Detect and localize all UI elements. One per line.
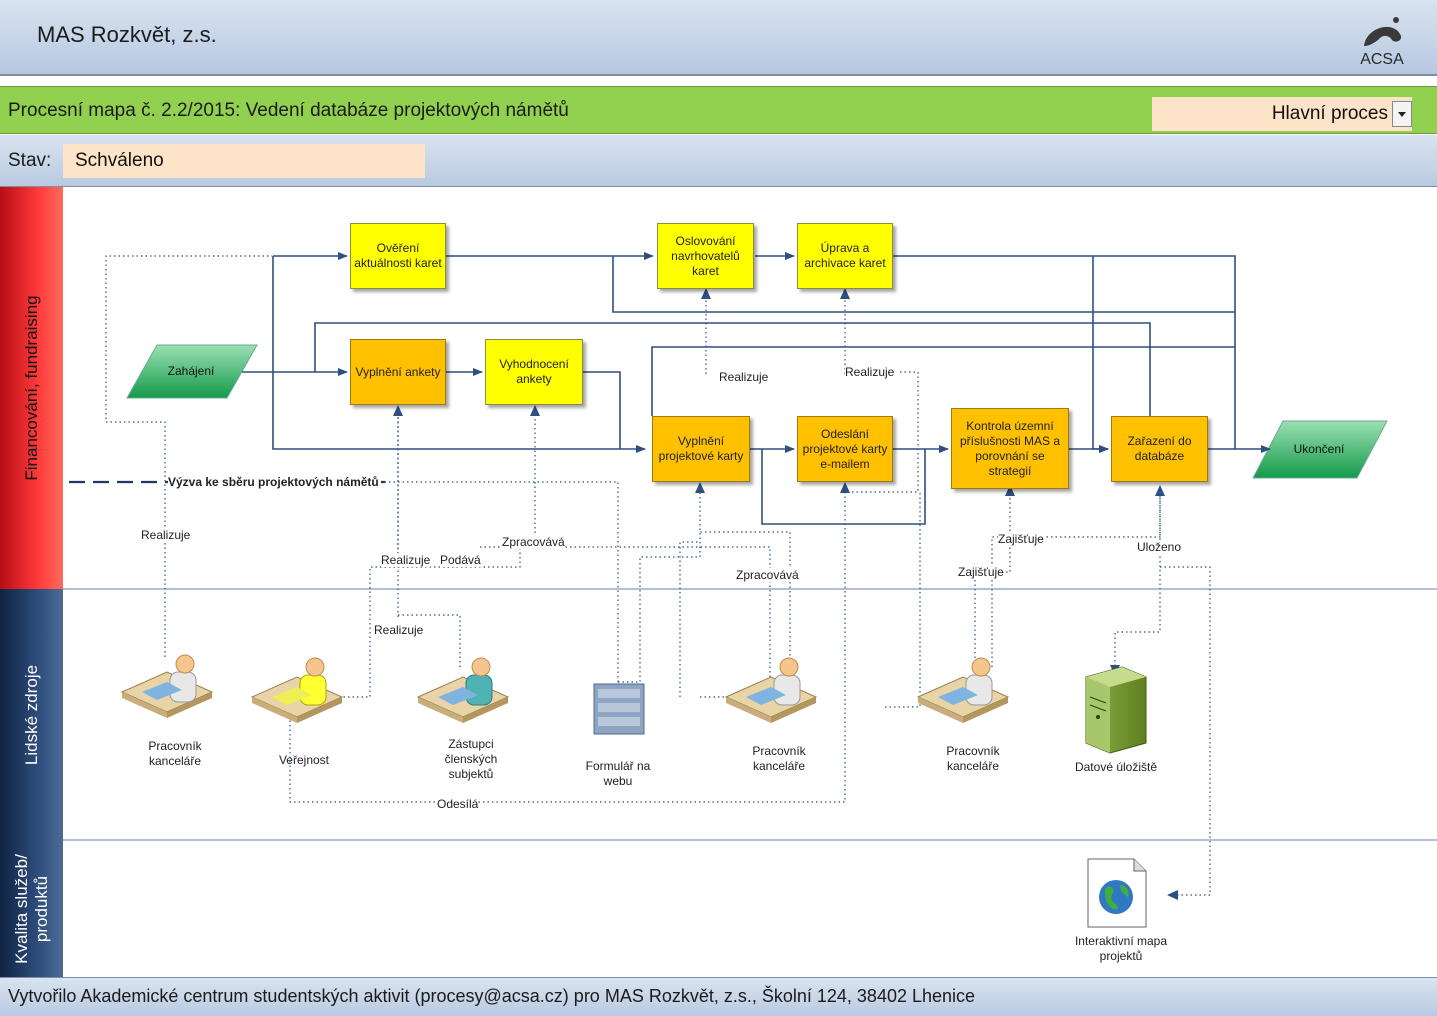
lane-header-financovani: Financování, fundraising (0, 187, 63, 589)
relation-label: Uloženo (1137, 540, 1182, 554)
relation-arrowheads (393, 288, 1178, 900)
status-value[interactable]: Schváleno (63, 144, 425, 178)
step-vyhodnoceni-ankety[interactable]: Vyhodnocení ankety (485, 339, 583, 405)
relation-label: Realizuje (845, 365, 895, 379)
end-label: Ukončení (1293, 442, 1345, 456)
actor-icon[interactable] (724, 657, 818, 723)
process-diagram: Zahájení Ukončení Ověření aktuálnosti ka… (0, 187, 1437, 977)
dropdown-button[interactable] (1392, 101, 1412, 127)
start-shape[interactable] (126, 344, 258, 399)
map-title-bar: Procesní mapa č. 2.2/2015: Vedení databá… (0, 86, 1437, 134)
relation-label: Realizuje (719, 370, 769, 384)
actor-label: Veřejnost (278, 753, 330, 767)
acsa-logo: ACSA (1360, 17, 1404, 68)
relation-label: Realizuje (381, 553, 431, 567)
footer: Vytvořilo Akademické centrum studentskýc… (0, 977, 1437, 1016)
relation-label: Zajišťuje (958, 565, 1004, 579)
actor-icon[interactable] (916, 657, 1010, 723)
footer-text: Vytvořilo Akademické centrum studentskýc… (8, 986, 976, 1006)
lane-header-kvalita: Kvalita služeb/ produktů (0, 840, 63, 977)
actor-label: Pracovník kanceláře (946, 744, 1000, 773)
app-header: MAS Rozkvět, z.s. ACSA (0, 0, 1437, 76)
event-label: Výzva ke sběru projektových námětů (168, 475, 379, 489)
step-vyplneni-ankety[interactable]: Vyplnění ankety (350, 339, 446, 405)
org-name: MAS Rozkvět, z.s. (37, 22, 217, 47)
step-vyplneni-projektove-karty[interactable]: Vyplnění projektové karty (652, 416, 750, 482)
step-uprava-archivace[interactable]: Úprava a archivace karet (797, 223, 893, 289)
relation-lines (105, 255, 1211, 896)
map-title: Procesní mapa č. 2.2/2015: Vedení databá… (8, 100, 569, 121)
actor-label: Pracovník kanceláře (752, 744, 806, 773)
relation-label: Zajišťuje (998, 532, 1044, 546)
process-type-select[interactable]: Hlavní proces (1152, 97, 1412, 131)
actor-label: Zástupci členských subjektů (444, 737, 498, 781)
relation-label: Realizuje (374, 623, 424, 637)
logo-text: ACSA (1360, 51, 1404, 68)
web-form-icon[interactable] (593, 683, 645, 735)
actor-label: Formulář na webu (585, 759, 651, 788)
lane-header-lidske-zdroje: Lidské zdroje (0, 589, 63, 840)
actor-icon[interactable] (120, 654, 214, 718)
diagram-lines (63, 252, 1437, 928)
step-kontrola-uzemni[interactable]: Kontrola územní příslušnosti MAS a porov… (951, 408, 1069, 489)
status-bar: Stav: Schváleno (0, 135, 1437, 187)
server-icon[interactable] (1085, 666, 1147, 754)
step-overeni-aktualnosti[interactable]: Ověření aktuálnosti karet (350, 223, 446, 289)
relation-label: Odesílá (437, 797, 479, 811)
actor-label: Datové úložiště (1074, 760, 1158, 774)
chevron-down-icon (1398, 112, 1406, 117)
document-globe-icon[interactable] (1087, 858, 1147, 928)
step-oslovovani-navrhovatelu[interactable]: Oslovování navrhovatelů karet (657, 223, 754, 289)
step-zarazeni-databaze[interactable]: Zařazení do databáze (1111, 416, 1208, 482)
step-odeslani-karty[interactable]: Odeslání projektové karty e-mailem (797, 416, 893, 482)
actor-icon[interactable] (416, 657, 510, 723)
relation-label: Zpracovává (502, 535, 565, 549)
actor-label: Pracovník kanceláře (148, 739, 202, 768)
flow-lines (242, 252, 1271, 525)
start-label: Zahájení (167, 364, 215, 378)
status-label: Stav: (8, 150, 52, 171)
relation-label: Podává (440, 553, 481, 567)
actor-icon[interactable] (250, 657, 344, 723)
end-shape[interactable] (1252, 420, 1388, 479)
process-type-value: Hlavní proces (1271, 103, 1388, 124)
relation-label: Zpracovává (736, 568, 799, 582)
actor-label: Interaktivní mapa projektů (1074, 934, 1168, 963)
relation-label: Realizuje (141, 528, 191, 542)
